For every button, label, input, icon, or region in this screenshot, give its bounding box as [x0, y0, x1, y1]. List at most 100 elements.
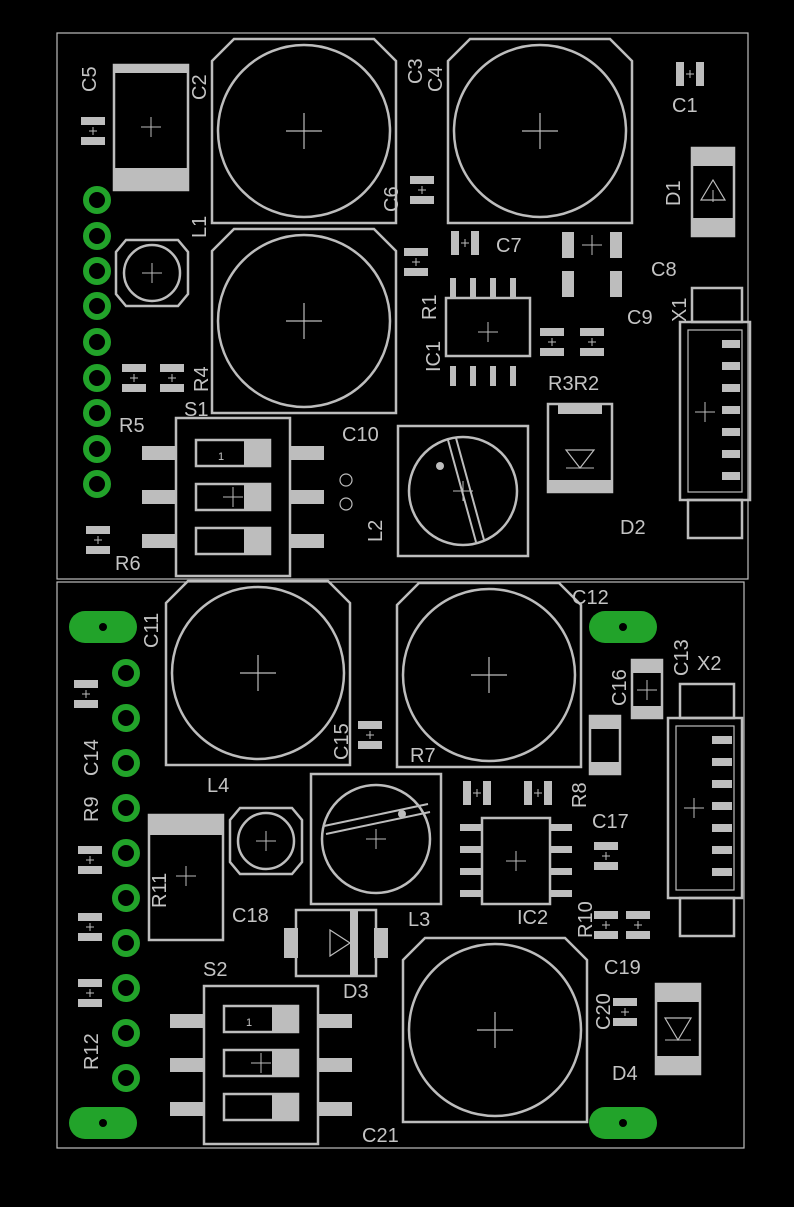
label-c9: C9: [627, 307, 653, 329]
component-c6: [409, 175, 435, 205]
label-c16: C16: [609, 669, 631, 706]
label-c18: C18: [232, 905, 269, 927]
label-c10: C10: [342, 424, 379, 446]
component-r8: [523, 780, 553, 806]
component-r12-pad: [77, 978, 103, 1008]
component-c11: [164, 579, 352, 767]
component-s1: [142, 416, 324, 578]
label-c4: C4: [425, 66, 447, 92]
label-c17: C17: [592, 811, 629, 833]
component-l3-trimmer: [309, 772, 443, 906]
component-c8: [562, 232, 622, 258]
label-r5: R5: [119, 415, 145, 437]
mounting-pad-4: [589, 1107, 657, 1139]
component-c16: [630, 658, 664, 720]
label-l4: L4: [207, 775, 229, 797]
component-c9: [562, 271, 622, 297]
label-r1: R1: [419, 294, 441, 320]
board-outline-top: [56, 32, 749, 580]
mounting-pad-3: [69, 1107, 137, 1139]
component-c10-hole-2: [339, 497, 353, 511]
label-r7: R7: [410, 745, 436, 767]
label-r6: R6: [115, 553, 141, 575]
component-c15: [357, 720, 383, 750]
component-x2: [666, 682, 744, 938]
label-c21: C21: [362, 1125, 399, 1147]
component-r10-b: [625, 910, 651, 940]
label-x1: X1: [669, 298, 691, 322]
component-c17: [593, 841, 619, 871]
label-c1: C1: [672, 95, 698, 117]
component-r11-pad: [77, 912, 103, 942]
label-d2: D2: [620, 517, 646, 539]
label-s2-pin1: 1: [246, 1017, 252, 1029]
component-c6b: [403, 247, 429, 277]
component-r9-pad: [77, 845, 103, 875]
mounting-pad-1: [69, 611, 137, 643]
component-d2: [546, 402, 614, 494]
component-r10-a: [593, 910, 619, 940]
board-outline-bottom: [56, 581, 745, 1149]
component-r11: [147, 813, 225, 942]
label-c7: C7: [496, 235, 522, 257]
label-c15: C15: [331, 723, 353, 760]
component-c3-c4: [446, 37, 634, 225]
component-ic2: [460, 816, 572, 906]
component-c14-pad: [73, 679, 99, 709]
label-l3: L3: [408, 909, 430, 931]
component-r3: [539, 327, 565, 357]
label-r10: R10: [575, 901, 597, 938]
component-c5-pad: [80, 116, 106, 146]
label-c6: C6: [381, 186, 403, 212]
label-l2: L2: [365, 520, 387, 542]
component-c21: [401, 936, 589, 1124]
component-c2: [210, 37, 398, 225]
label-r11: R11: [149, 873, 171, 908]
component-l2-trimmer: [396, 424, 530, 558]
mounting-pad-2: [589, 611, 657, 643]
header-pads-top: [86, 189, 108, 495]
label-r9: R9: [81, 796, 103, 822]
label-c5: C5: [79, 66, 101, 92]
component-c16b: [588, 714, 622, 776]
component-r5-pad: [121, 363, 147, 393]
component-c12: [395, 581, 583, 769]
component-l1-cap: [210, 227, 398, 415]
label-r3r2: R3R2: [548, 373, 599, 395]
component-c1: [675, 61, 705, 87]
label-s1: S1: [184, 399, 208, 421]
label-r4: R4: [191, 366, 213, 392]
component-d1: [690, 146, 736, 238]
component-x1: [678, 286, 752, 540]
label-ic1: IC1: [423, 341, 445, 372]
label-d1: D1: [663, 180, 685, 206]
label-c20: C20: [593, 993, 615, 1030]
label-c14: C14: [81, 739, 103, 776]
component-l1: [114, 238, 190, 308]
component-c5-outline: [112, 63, 190, 192]
label-x2: X2: [697, 653, 721, 675]
component-r4-pad: [159, 363, 185, 393]
label-c19: C19: [604, 957, 641, 979]
component-ic1: [444, 278, 532, 386]
label-d3: D3: [343, 981, 369, 1003]
label-c13: C13: [671, 639, 693, 676]
label-d4: D4: [612, 1063, 638, 1085]
label-l1: L1: [189, 216, 211, 238]
component-c20: [612, 997, 638, 1027]
header-pads-bottom: [115, 662, 137, 1089]
label-c11: C11: [141, 613, 163, 648]
label-r8: R8: [569, 782, 591, 808]
component-r6-pad: [85, 525, 111, 555]
label-ic2: IC2: [517, 907, 548, 929]
label-s1-pin1: 1: [218, 451, 224, 463]
component-c7: [450, 230, 480, 256]
component-r2: [579, 327, 605, 357]
component-s2: [170, 984, 352, 1146]
label-s2: S2: [203, 959, 227, 981]
component-d4: [654, 982, 702, 1076]
label-c3: C3: [405, 58, 427, 84]
label-c2: C2: [189, 74, 211, 100]
component-l4: [228, 806, 304, 876]
